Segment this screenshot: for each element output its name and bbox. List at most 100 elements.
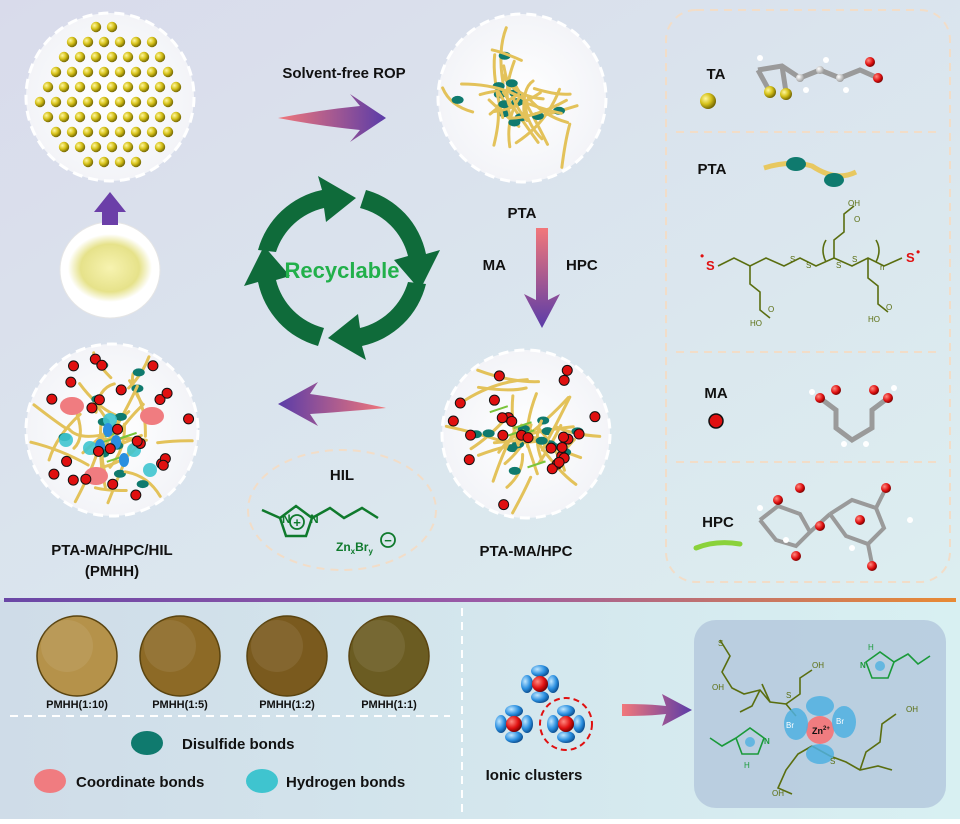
ionic-node <box>103 423 113 437</box>
ma-dot <box>107 478 119 490</box>
ta-dot <box>106 21 118 33</box>
ma-dot <box>454 397 466 409</box>
ma-dot <box>115 384 127 396</box>
coord-oh-top: OH <box>812 661 824 670</box>
ta-dot <box>34 96 46 108</box>
ma-dot <box>61 455 73 467</box>
ta-dot <box>114 156 126 168</box>
zn-center <box>506 716 522 732</box>
sample-label: PMHH(1:5) <box>152 699 208 711</box>
ta-dot <box>170 81 182 93</box>
ta-molecule-model <box>755 55 883 100</box>
ma-dot <box>157 459 169 471</box>
ta-dot <box>130 66 142 78</box>
polymer-fiber <box>511 475 533 515</box>
imid-left-h: H <box>744 761 750 770</box>
disulfide-node <box>451 95 464 104</box>
ta-dot <box>82 36 94 48</box>
br-ion <box>505 705 523 717</box>
polymer-fiber <box>514 87 562 145</box>
br-ion <box>531 665 549 677</box>
hpc-fiber <box>527 460 546 469</box>
ta-dot <box>66 126 78 138</box>
polymer-fiber <box>156 439 194 445</box>
sample-label: PMHH(1:2) <box>259 699 315 711</box>
br-ion <box>505 731 523 743</box>
ma-dot <box>522 432 534 444</box>
ma-dot <box>553 456 565 468</box>
hydrogen-legend-marker <box>246 769 278 793</box>
legend-ta-label: TA <box>707 66 726 83</box>
coord-s-low: S <box>830 757 835 766</box>
ta-dot <box>114 66 126 78</box>
ma-dot <box>589 411 601 423</box>
ma-dot <box>96 359 108 371</box>
br-ion-top <box>806 696 834 716</box>
disulfide-node <box>508 466 521 475</box>
ma-dot <box>545 442 557 454</box>
ma-dot <box>496 412 508 424</box>
ta-dot <box>162 126 174 138</box>
ma-arrow-label: MA <box>483 257 506 274</box>
ta-powder-image <box>59 221 161 319</box>
ta-dot <box>114 126 126 138</box>
pta-network-circle <box>436 12 608 184</box>
ionic-zoom-arrow <box>622 694 692 726</box>
br-ion <box>557 731 575 743</box>
ta-dot <box>114 36 126 48</box>
ta-dot <box>122 81 134 93</box>
ma-dot <box>67 474 79 486</box>
ma-dot <box>506 415 518 427</box>
ma-dot <box>183 413 195 425</box>
ta-dot <box>146 66 158 78</box>
ta-dot <box>162 66 174 78</box>
ta-dot <box>130 36 142 48</box>
ionic-node <box>119 453 129 467</box>
sample-disc <box>348 615 430 697</box>
coordination-structure <box>719 639 897 795</box>
ta-dot <box>170 111 182 123</box>
pmhh-label-line1: PTA-MA/HPC/HIL <box>51 542 172 559</box>
ta-dot <box>74 111 86 123</box>
ma-dot <box>48 468 60 480</box>
pta-to-mahpc-arrow <box>524 228 560 328</box>
hil-label: HIL <box>330 467 354 484</box>
ta-dot <box>98 156 110 168</box>
coord-oh-bottom: OH <box>772 789 784 798</box>
ta-dot <box>90 111 102 123</box>
br-text-left: Br <box>786 721 794 730</box>
ta-dot <box>58 141 70 153</box>
pta-ma-hpc-circle <box>440 348 612 520</box>
hil-n1: N <box>282 512 291 526</box>
br-ion <box>573 715 585 733</box>
rop-label: Solvent-free ROP <box>282 65 405 82</box>
disulfide-node <box>132 368 145 377</box>
legend-ma-label: MA <box>704 385 727 402</box>
imidazolium-left: N H <box>709 727 770 770</box>
ta-dot <box>138 111 150 123</box>
ionic-clusters-label: Ionic clusters <box>486 767 583 784</box>
hil-n2: N <box>310 512 319 526</box>
sample-discs: PMHH(1:10)PMHH(1:5)PMHH(1:2)PMHH(1:1) <box>36 615 430 711</box>
hpc-arrow-label: HPC <box>566 257 598 274</box>
pmhh-label-line2: (PMHH) <box>85 563 139 580</box>
br-ion-bottom <box>806 744 834 764</box>
br-ion <box>547 675 559 693</box>
gradient-divider <box>4 598 956 602</box>
ma-dot <box>573 428 585 440</box>
to-pmhh-arrow <box>278 382 386 426</box>
ta-dot <box>154 81 166 93</box>
powder-to-ta-arrow <box>94 192 126 225</box>
disulfide-legend-label: Disulfide bonds <box>182 736 295 753</box>
polymer-fiber <box>500 72 545 101</box>
coord-oh-left: OH <box>712 683 724 692</box>
ta-dot <box>98 66 110 78</box>
disulfide-legend-marker <box>131 731 163 755</box>
ta-dot <box>90 51 102 63</box>
ta-dot <box>74 51 86 63</box>
ionic-clusters-icon <box>495 665 585 743</box>
pta-ma-hpc-label: PTA-MA/HPC <box>479 543 572 560</box>
ta-dot <box>162 96 174 108</box>
br-ion <box>521 715 533 733</box>
ma-dot <box>556 441 568 453</box>
